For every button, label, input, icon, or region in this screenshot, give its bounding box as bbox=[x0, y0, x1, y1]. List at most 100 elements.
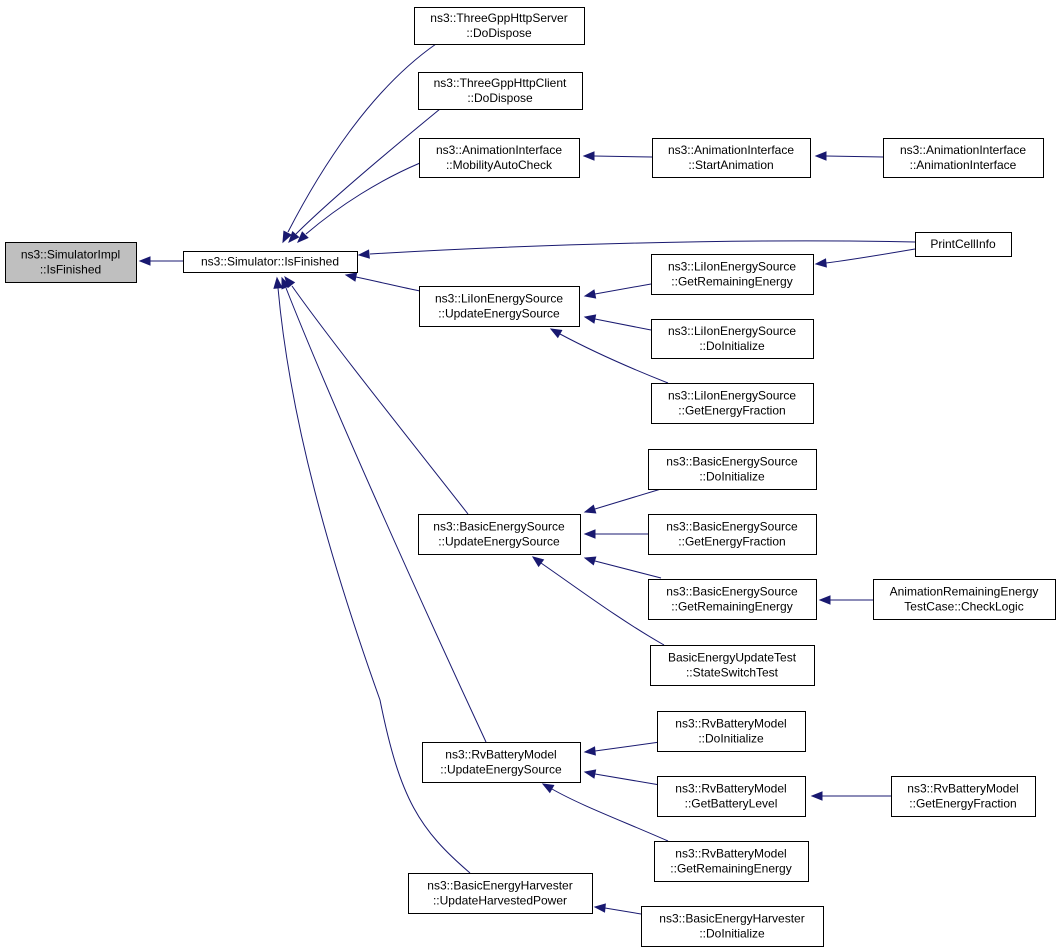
call-edge bbox=[593, 903, 642, 915]
node-box bbox=[641, 906, 824, 947]
graph-node-harvester-update[interactable]: ns3::BasicEnergyHarvester::UpdateHarvest… bbox=[408, 873, 593, 914]
call-edge bbox=[583, 769, 661, 786]
arrowhead-icon bbox=[583, 314, 597, 324]
call-edge bbox=[810, 791, 891, 801]
graph-node-httpclient-dodispose[interactable]: ns3::ThreeGppHttpClient::DoDispose bbox=[418, 72, 583, 110]
graph-node-basic-getfraction[interactable]: ns3::BasicEnergySource::GetEnergyFractio… bbox=[648, 514, 817, 555]
call-edge bbox=[583, 488, 662, 514]
arrowhead-icon bbox=[810, 791, 823, 801]
graph-node-liion-getfraction[interactable]: ns3::LiIonEnergySource::GetEnergyFractio… bbox=[651, 383, 814, 424]
arrowhead-icon bbox=[281, 276, 291, 290]
graph-node-liion-doinit[interactable]: ns3::LiIonEnergySource::DoInitialize bbox=[651, 319, 814, 359]
call-edge-line bbox=[594, 488, 662, 510]
node-label: ::AnimationInterface bbox=[910, 158, 1017, 172]
call-edge-line bbox=[551, 788, 669, 842]
graph-node-rv-doinit[interactable]: ns3::RvBatteryModel::DoInitialize bbox=[657, 711, 806, 752]
graph-node-rv-update[interactable]: ns3::RvBatteryModel::UpdateEnergySource bbox=[422, 742, 581, 783]
node-label: ns3::RvBatteryModel bbox=[675, 847, 786, 861]
graph-node-anim-mobilityautocheck[interactable]: ns3::AnimationInterface::MobilityAutoChe… bbox=[419, 138, 580, 178]
graph-node-liion-getremaining[interactable]: ns3::LiIonEnergySource::GetRemainingEner… bbox=[651, 254, 814, 295]
graph-node-printcellinfo[interactable]: PrintCellInfo bbox=[915, 232, 1012, 257]
call-edge-line bbox=[593, 155, 653, 158]
call-edge bbox=[138, 256, 183, 266]
node-label: ns3::LiIonEnergySource bbox=[668, 324, 796, 338]
node-box bbox=[654, 841, 809, 882]
call-edge bbox=[282, 43, 437, 244]
graph-node-basic-update-test[interactable]: BasicEnergyUpdateTest::StateSwitchTest bbox=[650, 645, 815, 686]
call-edge-line bbox=[594, 318, 652, 331]
graph-node-harvester-doinit[interactable]: ns3::BasicEnergyHarvester::DoInitialize bbox=[641, 906, 824, 947]
graph-node-rv-getremaining[interactable]: ns3::RvBatteryModel::GetRemainingEnergy bbox=[654, 841, 809, 882]
call-edge-line bbox=[285, 287, 487, 743]
call-edge-line bbox=[295, 108, 441, 235]
node-box bbox=[414, 7, 585, 45]
node-label: ns3::BasicEnergySource bbox=[666, 585, 798, 599]
node-box bbox=[648, 579, 817, 620]
node-box bbox=[419, 286, 580, 327]
arrowhead-icon bbox=[583, 504, 597, 514]
node-label: ns3::BasicEnergySource bbox=[666, 520, 798, 534]
graph-node-anim-ctor[interactable]: ns3::AnimationInterface::AnimationInterf… bbox=[883, 138, 1044, 178]
graph-node-httpserver-dodispose[interactable]: ns3::ThreeGppHttpServer::DoDispose bbox=[414, 7, 585, 45]
call-edge bbox=[288, 108, 441, 244]
call-edge bbox=[583, 556, 662, 579]
node-label: ns3::ThreeGppHttpServer bbox=[430, 11, 567, 25]
node-label: ns3::BasicEnergyHarvester bbox=[427, 879, 572, 893]
graph-node-simimpl-isfinished[interactable]: ns3::SimulatorImpl::IsFinished bbox=[5, 242, 137, 283]
graph-node-anim-remaining-test[interactable]: AnimationRemainingEnergyTestCase::CheckL… bbox=[873, 579, 1056, 620]
arrowhead-icon bbox=[583, 529, 596, 539]
arrowhead-icon bbox=[583, 289, 597, 299]
graph-node-rv-getbatterylevel[interactable]: ns3::RvBatteryModel::GetBatteryLevel bbox=[657, 776, 806, 817]
graph-node-basic-update[interactable]: ns3::BasicEnergySource::UpdateEnergySour… bbox=[418, 514, 581, 555]
arrowhead-icon bbox=[273, 276, 283, 289]
graph-nodes: ns3::SimulatorImpl::IsFinished ns3::Simul… bbox=[5, 7, 1056, 947]
call-edge bbox=[814, 151, 884, 161]
node-label: AnimationRemainingEnergy bbox=[890, 585, 1039, 599]
node-label: ::GetEnergyFraction bbox=[678, 404, 785, 418]
call-edge-line bbox=[540, 562, 665, 646]
node-box bbox=[873, 579, 1056, 620]
arrowhead-icon bbox=[531, 556, 545, 568]
call-edge bbox=[583, 529, 648, 539]
arrowhead-icon bbox=[583, 556, 597, 566]
graph-node-simulator-isfinished[interactable]: ns3::Simulator::IsFinished bbox=[183, 251, 358, 273]
node-label: ns3::RvBatteryModel bbox=[445, 748, 556, 762]
call-edge bbox=[583, 741, 661, 756]
node-box bbox=[891, 776, 1036, 817]
node-label: ::MobilityAutoCheck bbox=[446, 158, 553, 172]
node-label: ns3::RvBatteryModel bbox=[675, 782, 786, 796]
arrowhead-icon bbox=[541, 783, 555, 794]
node-box bbox=[650, 645, 815, 686]
node-label: BasicEnergyUpdateTest bbox=[668, 651, 797, 665]
node-box bbox=[648, 514, 817, 555]
node-label: ns3::AnimationInterface bbox=[900, 143, 1026, 157]
arrowhead-icon bbox=[138, 256, 151, 266]
graph-node-anim-startanimation[interactable]: ns3::AnimationInterface::StartAnimation bbox=[652, 138, 811, 178]
node-label: ::DoInitialize bbox=[699, 927, 765, 941]
call-edge-line bbox=[594, 560, 662, 579]
node-label: ::UpdateEnergySource bbox=[438, 307, 560, 321]
graph-node-rv-getfraction[interactable]: ns3::RvBatteryModel::GetEnergyFraction bbox=[891, 776, 1036, 817]
arrowhead-icon bbox=[593, 903, 606, 913]
node-box bbox=[408, 873, 593, 914]
node-label: ::DoInitialize bbox=[698, 732, 764, 746]
graph-node-basic-doinit[interactable]: ns3::BasicEnergySource::DoInitialize bbox=[648, 449, 817, 490]
arrowhead-icon bbox=[549, 328, 563, 339]
node-box bbox=[652, 138, 811, 178]
graph-node-basic-getremaining[interactable]: ns3::BasicEnergySource::GetRemainingEner… bbox=[648, 579, 817, 620]
node-box bbox=[651, 383, 814, 424]
arrowhead-icon bbox=[357, 249, 370, 259]
node-box bbox=[657, 776, 806, 817]
node-label: ns3::BasicEnergyHarvester bbox=[659, 912, 804, 926]
node-label: ns3::AnimationInterface bbox=[668, 143, 794, 157]
node-label: ns3::LiIonEnergySource bbox=[668, 260, 796, 274]
call-edge-line bbox=[559, 333, 669, 384]
node-label: ns3::LiIonEnergySource bbox=[435, 292, 563, 306]
node-label: ::GetEnergyFraction bbox=[909, 797, 1016, 811]
node-box bbox=[422, 742, 581, 783]
node-box bbox=[5, 242, 137, 283]
node-box bbox=[657, 711, 806, 752]
graph-node-liion-update[interactable]: ns3::LiIonEnergySource::UpdateEnergySour… bbox=[419, 286, 580, 327]
call-edge-line bbox=[277, 287, 471, 874]
